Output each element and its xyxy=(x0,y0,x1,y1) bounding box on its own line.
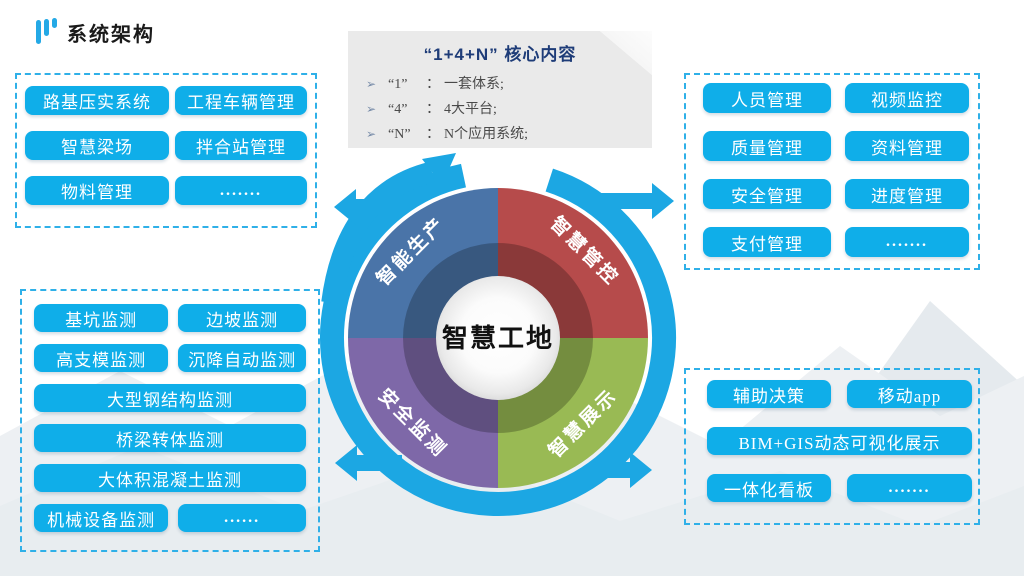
bullet-desc: N个应用系统; xyxy=(444,127,528,142)
bullet-item: ➢ “N” ： N个应用系统; xyxy=(366,123,652,148)
panel-button-more[interactable]: ....... xyxy=(175,176,307,205)
inner-shadow-ring xyxy=(403,243,593,433)
panel-button[interactable]: 高支模监测 xyxy=(34,344,169,372)
bullet-term: “1” xyxy=(388,77,408,92)
panel-button[interactable]: 支付管理 xyxy=(703,227,831,257)
panel-button[interactable]: 机械设备监测 xyxy=(34,504,169,532)
panel-smart-display: 辅助决策 移动app BIM+GIS动态可视化展示 一体化看板 ....... xyxy=(684,368,980,525)
panel-button[interactable]: 质量管理 xyxy=(703,131,831,161)
panel-button[interactable]: 沉降自动监测 xyxy=(178,344,306,372)
clockwise-arrowhead-icon xyxy=(422,153,456,185)
panel-button[interactable]: 视频监控 xyxy=(845,83,969,113)
panel-button[interactable]: 边坡监测 xyxy=(178,304,306,332)
panel-button[interactable]: 智慧梁场 xyxy=(25,131,169,160)
panel-button[interactable]: 工程车辆管理 xyxy=(175,86,307,115)
bullet-term: “N” xyxy=(388,127,411,142)
bullet-term: “4” xyxy=(388,102,408,117)
bottom-right-arrow-icon xyxy=(596,452,652,488)
panel-button[interactable]: 拌合站管理 xyxy=(175,131,307,160)
panel-button[interactable]: 桥梁转体监测 xyxy=(34,424,306,452)
swirl-arc xyxy=(321,161,435,305)
arrow-bullet-icon: ➢ xyxy=(366,127,377,141)
panel-smart-control: 人员管理 视频监控 质量管理 资料管理 安全管理 进度管理 支付管理 .....… xyxy=(684,73,980,270)
panel-button-more[interactable]: ...... xyxy=(178,504,306,532)
right-arrow-icon xyxy=(598,183,674,219)
panel-button[interactable]: 物料管理 xyxy=(25,176,169,205)
arrow-bullet-icon: ➢ xyxy=(366,102,377,116)
panel-button[interactable]: BIM+GIS动态可视化展示 xyxy=(707,427,972,455)
bullet-item: ➢ “1” ： 一套体系; xyxy=(366,73,652,98)
panel-button[interactable]: 路基压实系统 xyxy=(25,86,169,115)
bullet-colon: ： xyxy=(426,77,440,92)
panel-button[interactable]: 资料管理 xyxy=(845,131,969,161)
bullet-desc: 一套体系; xyxy=(444,77,504,92)
info-box-title: “1+4+N” 核心内容 xyxy=(423,45,577,64)
left-arrow-icon xyxy=(334,189,404,225)
panel-safety-monitoring: 基坑监测 边坡监测 高支模监测 沉降自动监测 大型钢结构监测 桥梁转体监测 大体… xyxy=(20,289,320,552)
smart-site-wheel-diagram: 智能生产 智慧管控 安全监测 智慧展示 智慧工地 xyxy=(320,153,676,516)
bullet-item: ➢ “4” ： 4大平台; xyxy=(366,98,652,123)
panel-button[interactable]: 辅助决策 xyxy=(707,380,831,408)
bullet-desc: 4大平台; xyxy=(444,102,497,117)
three-bars-icon xyxy=(36,18,60,44)
panel-smart-production: 路基压实系统 工程车辆管理 智慧梁场 拌合站管理 物料管理 ....... xyxy=(15,73,317,228)
info-box: “1+4+N” 核心内容 ➢ “1” ： 一套体系; ➢ “4” ： 4大平台;… xyxy=(348,31,652,148)
panel-button[interactable]: 进度管理 xyxy=(845,179,969,209)
center-label: 智慧工地 xyxy=(442,323,554,353)
page-title: 系统架构 xyxy=(67,24,155,46)
header: 系统架构 xyxy=(36,12,155,47)
info-box-background xyxy=(348,31,652,148)
panel-button[interactable]: 一体化看板 xyxy=(707,474,831,502)
info-box-bullets: ➢ “1” ： 一套体系; ➢ “4” ： 4大平台; ➢ “N” ： N个应用… xyxy=(366,73,652,148)
center-hub xyxy=(436,276,560,400)
panel-button-more[interactable]: ....... xyxy=(845,227,969,257)
panel-button[interactable]: 大体积混凝土监测 xyxy=(34,464,306,492)
arrow-bullet-icon: ➢ xyxy=(366,77,377,91)
panel-button[interactable]: 基坑监测 xyxy=(34,304,169,332)
bullet-colon: ： xyxy=(426,102,440,117)
panel-button[interactable]: 大型钢结构监测 xyxy=(34,384,306,412)
panel-button[interactable]: 人员管理 xyxy=(703,83,831,113)
panel-button[interactable]: 安全管理 xyxy=(703,179,831,209)
panel-button-more[interactable]: ....... xyxy=(847,474,972,502)
bullet-colon: ： xyxy=(426,127,440,142)
panel-button[interactable]: 移动app xyxy=(847,380,972,408)
bottom-left-arrow-icon xyxy=(335,445,402,481)
